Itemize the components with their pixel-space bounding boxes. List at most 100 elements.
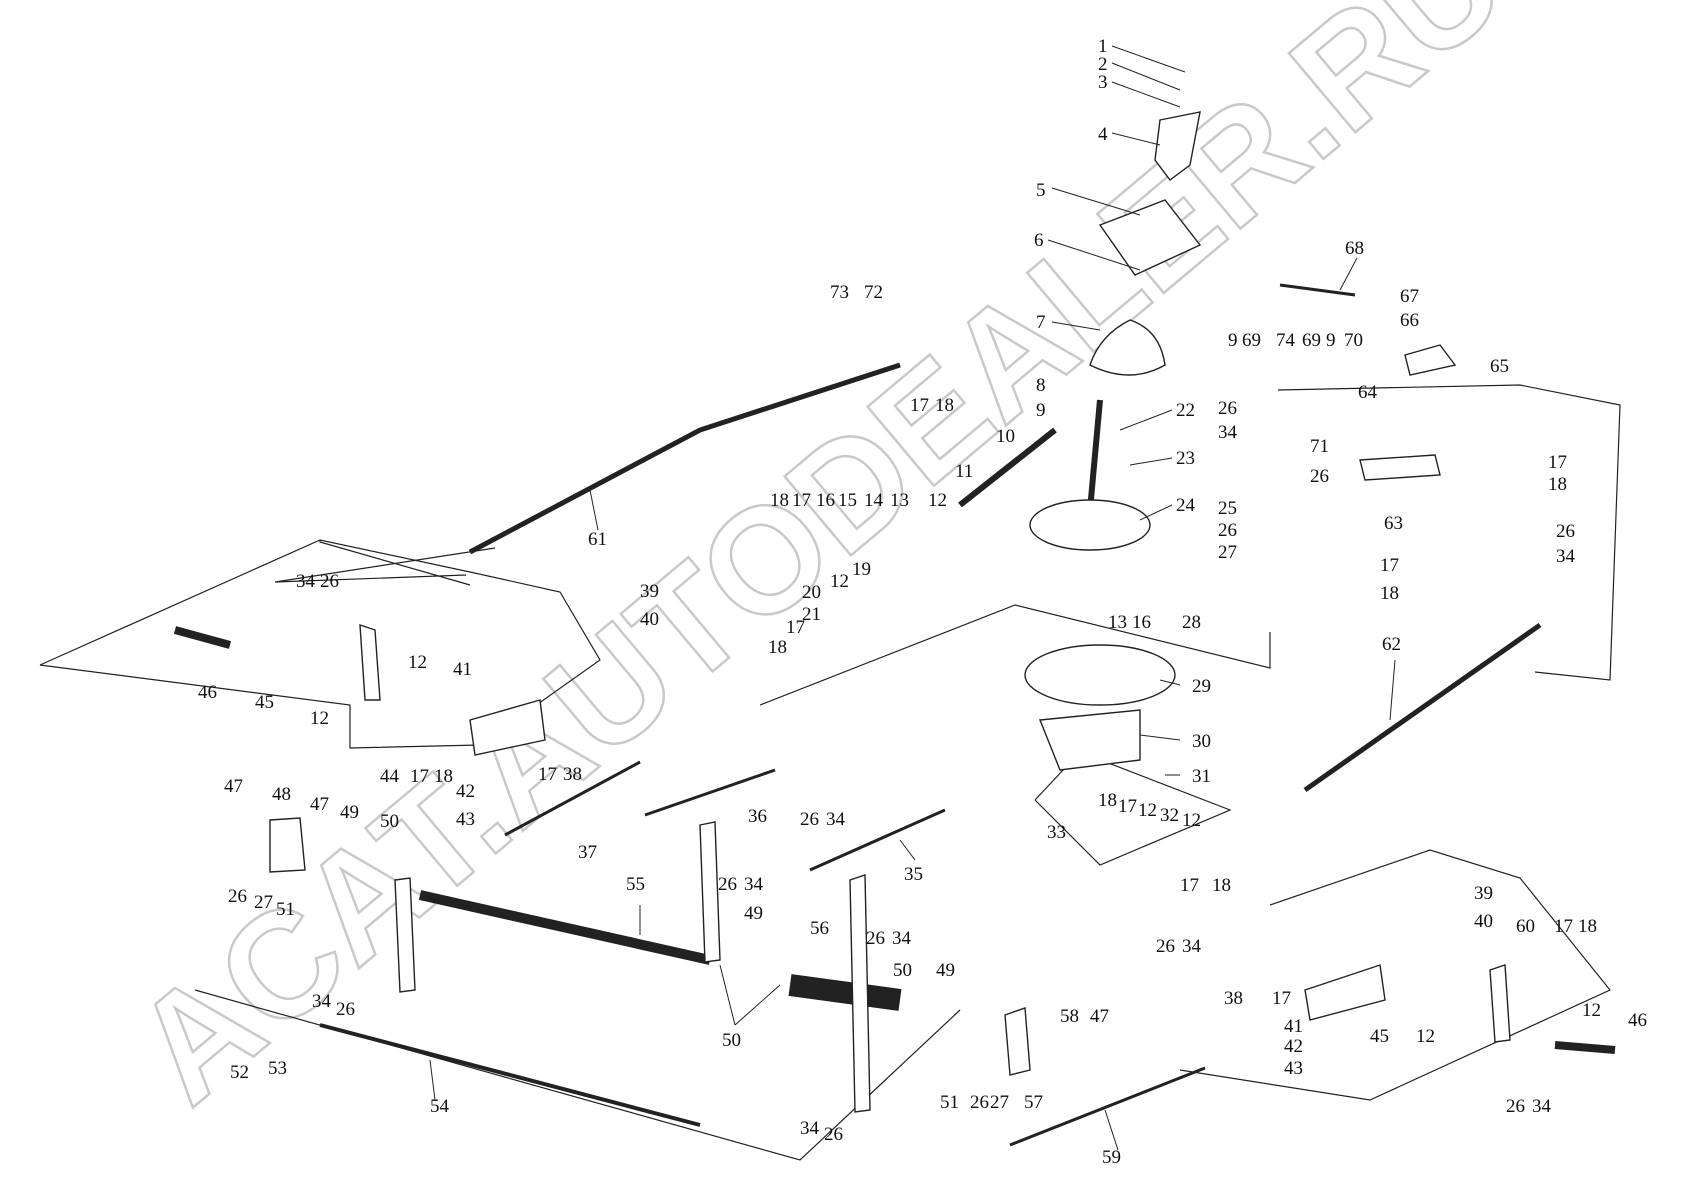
callout-16b: 16	[1132, 612, 1151, 633]
callout-17f: 17	[410, 766, 429, 787]
callout-54: 54	[430, 1096, 450, 1117]
frame-right-top	[1277, 384, 1621, 681]
callout-40b: 40	[1474, 911, 1493, 932]
callout-56: 56	[810, 918, 829, 939]
shaft-56	[788, 974, 902, 1011]
callout-26m: 26	[824, 1124, 843, 1145]
callout-38: 38	[563, 764, 582, 785]
callout-17g: 17	[538, 764, 557, 785]
callout-10: 10	[996, 426, 1015, 447]
leader-62	[1389, 659, 1396, 721]
callout-49: 49	[340, 802, 359, 823]
callout-26: 26	[1218, 520, 1237, 541]
callout-2: 2	[1098, 54, 1108, 75]
callout-34f: 34	[744, 874, 764, 895]
rod-35	[809, 808, 946, 872]
callout-60: 60	[1516, 916, 1535, 937]
frame-left-bracket	[39, 539, 601, 749]
boot-frame-5	[1098, 199, 1202, 276]
callout-26b: 26	[1218, 398, 1237, 419]
bracket-41-left	[469, 699, 546, 756]
lever-44	[359, 624, 381, 701]
callout-69b: 69	[1302, 330, 1321, 351]
callout-18g: 18	[1098, 790, 1117, 811]
leader-6	[1047, 239, 1141, 271]
callout-17c: 17	[910, 395, 929, 416]
callout-labels: 1 2 3 4 5 6 7 8 9 10 11 12 13 14 15 16 1…	[198, 36, 1647, 1168]
callout-26c: 26	[1310, 466, 1329, 487]
callout-59: 59	[1102, 1147, 1121, 1168]
callout-18c: 18	[935, 395, 954, 416]
leader-50-b	[734, 984, 781, 1026]
knob-4	[1154, 111, 1201, 181]
callout-37: 37	[578, 842, 597, 863]
callout-26n: 26	[1506, 1096, 1525, 1117]
watermark-text: ACAT.AUTODEALER.RU	[103, 0, 1535, 1135]
callout-55: 55	[626, 874, 645, 895]
callout-17e: 17	[1380, 555, 1399, 576]
boot-7	[1089, 319, 1166, 376]
callout-8: 8	[1036, 375, 1046, 396]
callout-39b: 39	[1474, 883, 1493, 904]
callout-34d: 34	[826, 809, 846, 830]
callout-34e: 34	[1182, 936, 1202, 957]
callout-23: 23	[1176, 448, 1195, 469]
callout-34j: 34	[1532, 1096, 1552, 1117]
leader-24	[1139, 504, 1173, 521]
leader-30	[1139, 734, 1181, 741]
callout-40: 40	[640, 609, 659, 630]
callout-24: 24	[1176, 495, 1196, 516]
callout-34c: 34	[296, 571, 316, 592]
callout-47: 47	[224, 776, 243, 797]
callout-42: 42	[456, 781, 475, 802]
callout-18b: 18	[768, 637, 787, 658]
watermark: ACAT.AUTODEALER.RU	[101, 0, 1535, 1136]
rod-61	[468, 362, 901, 555]
callout-22: 22	[1176, 400, 1195, 421]
callout-4: 4	[1098, 124, 1108, 145]
callout-36: 36	[748, 806, 767, 827]
callout-72: 72	[864, 282, 883, 303]
callout-26j: 26	[866, 928, 885, 949]
callout-27: 27	[1218, 542, 1237, 563]
callout-26h: 26	[228, 886, 247, 907]
parts	[269, 111, 1511, 1113]
bracket-41-right	[1304, 964, 1386, 1021]
frame-left-top-rod	[274, 547, 496, 583]
rod-36	[644, 768, 776, 817]
callout-46: 46	[198, 682, 217, 703]
callout-41b: 41	[1284, 1016, 1303, 1037]
callout-18i: 18	[1578, 916, 1597, 937]
callout-17h: 17	[1118, 796, 1137, 817]
callout-30: 30	[1192, 731, 1211, 752]
callout-25: 25	[1218, 498, 1237, 519]
bracket-66	[1404, 344, 1457, 376]
callout-17: 17	[792, 490, 811, 511]
callout-9c: 9	[1326, 330, 1336, 351]
callout-26g: 26	[1156, 936, 1175, 957]
callout-12d: 12	[408, 652, 427, 673]
lever-60	[1489, 964, 1511, 1043]
callout-50c: 50	[722, 1030, 741, 1051]
callout-50b: 50	[893, 960, 912, 981]
callout-12h: 12	[1582, 1000, 1601, 1021]
callout-47b: 47	[310, 794, 329, 815]
callout-15: 15	[838, 490, 857, 511]
leader-61	[589, 489, 599, 531]
callout-63: 63	[1384, 513, 1403, 534]
callout-26l: 26	[970, 1092, 989, 1113]
callout-58: 58	[1060, 1006, 1079, 1027]
callout-49b: 49	[744, 903, 763, 924]
callout-35: 35	[904, 864, 923, 885]
callout-6: 6	[1034, 230, 1044, 251]
callout-67: 67	[1400, 286, 1419, 307]
callout-68: 68	[1345, 238, 1364, 259]
bracket-48	[269, 817, 306, 873]
rod-10-11	[958, 427, 1057, 508]
rod-68	[1279, 283, 1356, 297]
callout-13b: 13	[1108, 612, 1127, 633]
callout-27b: 27	[254, 892, 273, 913]
callout-39: 39	[640, 581, 659, 602]
rod-54	[319, 1023, 701, 1127]
